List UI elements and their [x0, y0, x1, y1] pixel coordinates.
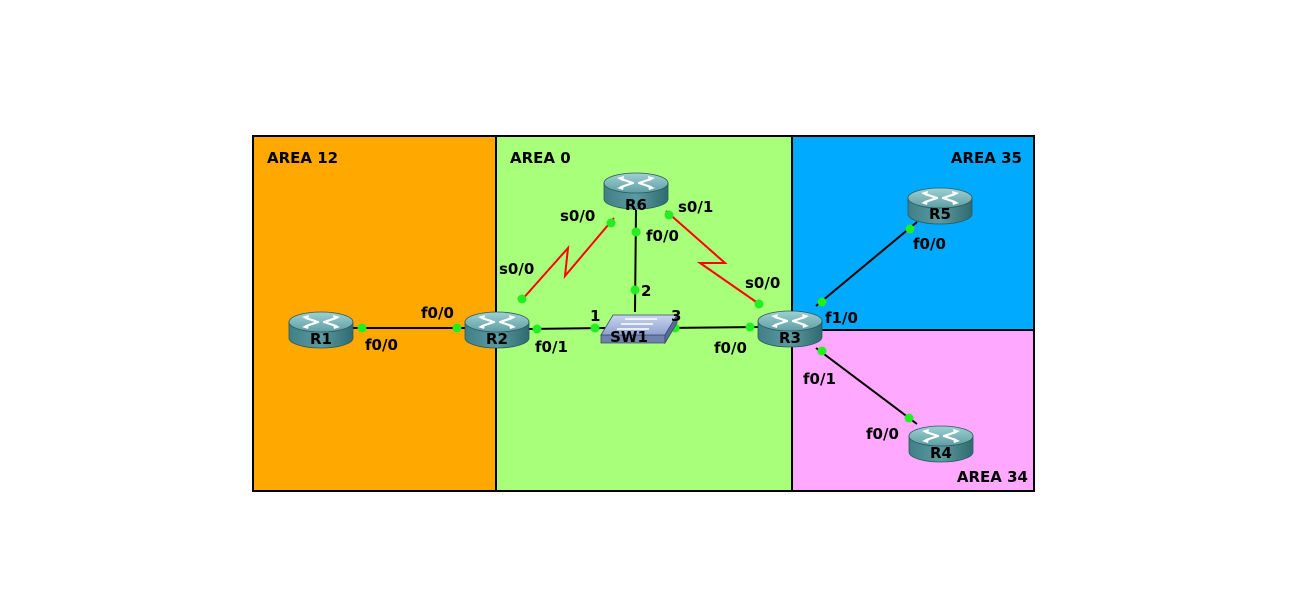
r6-s0-1-label: s0/1: [678, 198, 713, 216]
r2-f0-1-label: f0/1: [535, 338, 568, 356]
r6-f0-0-label: f0/0: [646, 227, 679, 245]
router-r6-label: R6: [625, 196, 647, 214]
area-12-label: AREA 12: [267, 149, 338, 167]
ethernet-links: [353, 209, 918, 425]
link-r3-r4: [815, 347, 918, 425]
router-r1-label: R1: [310, 330, 332, 348]
sw1-port-1-label: 1: [590, 307, 600, 325]
router-r2-label: R2: [486, 330, 508, 348]
port-dots: [357, 210, 915, 423]
area-34-region: [792, 330, 1034, 491]
link-r2-r6-serial: [519, 217, 615, 303]
sw1-port-2-label: 2: [641, 282, 651, 300]
switch-sw1-label: SW1: [610, 328, 648, 346]
r2-s0-0-label: s0/0: [499, 260, 534, 278]
router-r6[interactable]: R6: [602, 171, 670, 214]
switch-sw1[interactable]: SW1: [600, 313, 678, 346]
router-r1[interactable]: R1: [287, 310, 355, 350]
r1-f0-0-label: f0/0: [365, 336, 398, 354]
router-r2[interactable]: R2: [463, 310, 531, 350]
area-35-region: [792, 136, 1034, 330]
link-r6-r3-serial: [665, 210, 763, 307]
r3-f0-1-label: f0/1: [803, 370, 836, 388]
area-12-region: [253, 136, 496, 491]
r3-s0-0-label: s0/0: [745, 274, 780, 292]
router-r5[interactable]: R5: [906, 186, 974, 226]
r3-f1-0-label: f1/0: [825, 309, 858, 327]
r6-s0-0-label: s0/0: [560, 207, 595, 225]
link-r6-sw1: [634, 209, 637, 313]
area-35-label: AREA 35: [951, 149, 1022, 167]
link-sw1-r3: [664, 326, 761, 329]
router-r4-label: R4: [930, 444, 952, 462]
area-34-label: AREA 34: [957, 468, 1028, 486]
r3-f0-0-label: f0/0: [714, 339, 747, 357]
serial-links: [519, 210, 763, 307]
router-r3[interactable]: R3: [756, 309, 824, 349]
router-r3-label: R3: [779, 329, 801, 347]
sw1-port-3-label: 3: [671, 307, 681, 325]
router-r4[interactable]: R4: [907, 424, 975, 464]
link-r3-r5: [815, 221, 918, 307]
r4-f0-0-label: f0/0: [866, 425, 899, 443]
area-0-label: AREA 0: [510, 149, 571, 167]
switch-icon: [600, 313, 678, 345]
r5-f0-0-label: f0/0: [913, 235, 946, 253]
r2-f0-0-label: f0/0: [421, 304, 454, 322]
router-r5-label: R5: [929, 205, 951, 223]
